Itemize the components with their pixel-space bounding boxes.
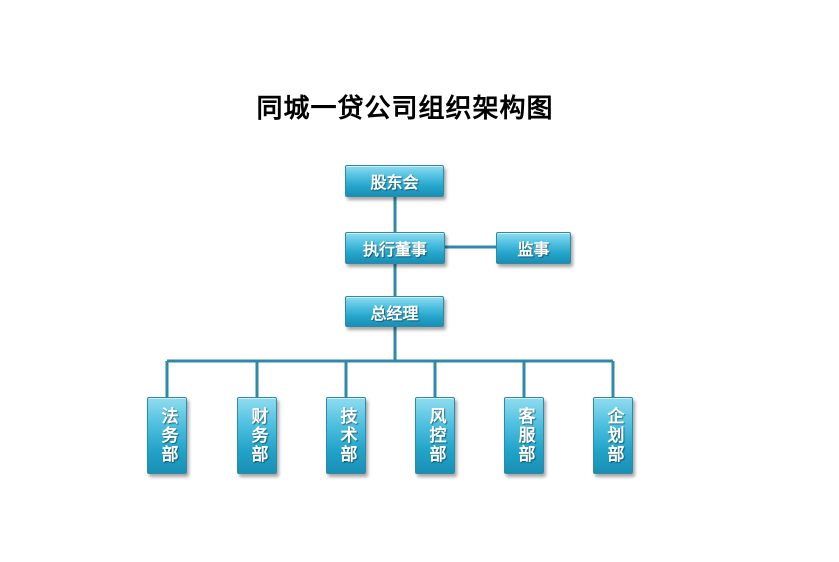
- node-department-2: 财务部: [237, 397, 277, 474]
- node-department-3: 技术部: [326, 397, 366, 474]
- chart-title: 同城一贷公司组织架构图: [256, 94, 554, 124]
- node-department-6: 企划部: [593, 397, 633, 474]
- node-shareholders: 股东会: [345, 165, 444, 197]
- node-department-4: 风控部: [415, 397, 455, 474]
- node-department-5: 客服部: [504, 397, 544, 474]
- node-supervisor: 监事: [496, 232, 571, 264]
- node-department-1: 法务部: [147, 397, 187, 474]
- node-executive-director: 执行董事: [345, 232, 445, 264]
- node-general-manager: 总经理: [345, 296, 444, 327]
